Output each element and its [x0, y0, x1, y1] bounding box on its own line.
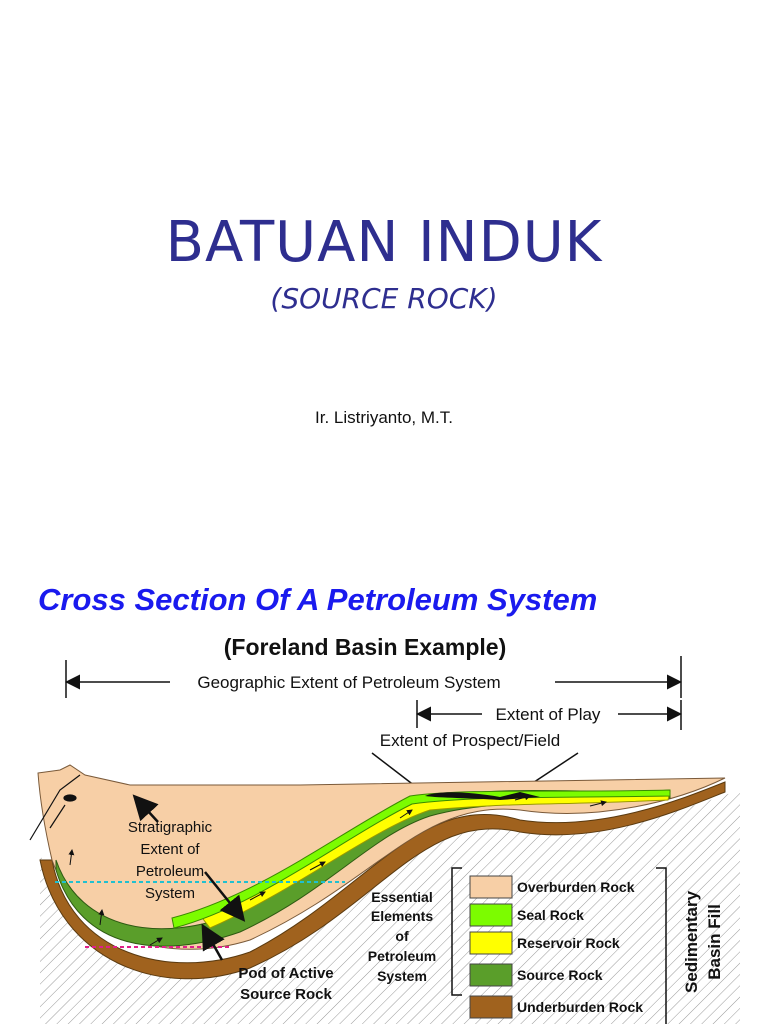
underburden-layer — [39, 781, 726, 980]
extent-petroleum-system-arrow: Geographic Extent of Petroleum System — [65, 656, 682, 698]
svg-text:Stratigraphic: Stratigraphic — [128, 819, 213, 836]
extent-prospect-label: Extent of Prospect/Field — [380, 731, 560, 750]
essential-elements-label: Essential Elements of Petroleum System — [368, 889, 436, 984]
legend-item: Reservoir Rock — [469, 931, 620, 955]
legend-label: Underburden Rock — [517, 999, 643, 1015]
seal-rock-layer — [171, 789, 671, 929]
legend-item: Seal Rock — [469, 903, 584, 927]
legend-label: Overburden Rock — [517, 879, 635, 895]
cross-section-title: Cross Section Of A Petroleum System — [38, 582, 598, 617]
svg-text:Essential: Essential — [371, 889, 432, 905]
svg-text:Petroleum: Petroleum — [136, 863, 204, 880]
svg-text:System: System — [145, 885, 195, 902]
legend-swatch — [469, 995, 513, 1019]
svg-text:of: of — [395, 928, 409, 944]
extent-play-arrow: Extent of Play — [416, 700, 682, 730]
svg-text:Sedimentary: Sedimentary — [682, 890, 701, 993]
extent-play-label: Extent of Play — [496, 705, 601, 724]
title-slide: BATUAN INDUK (SOURCE ROCK) Ir. Listriyan… — [165, 210, 603, 427]
svg-text:Basin Fill: Basin Fill — [705, 904, 724, 980]
cross-section-subtitle: (Foreland Basin Example) — [223, 634, 507, 660]
legend-swatch — [469, 963, 513, 987]
extent-petroleum-system-label: Geographic Extent of Petroleum System — [197, 673, 500, 692]
legend-swatch — [469, 875, 513, 899]
legend-item: Overburden Rock — [469, 875, 635, 899]
svg-text:Extent of: Extent of — [140, 841, 200, 858]
stratigraphic-extent-label: Stratigraphic Extent of Petroleum System — [128, 819, 213, 902]
trap-accumulation — [425, 792, 540, 800]
elements-bracket — [451, 867, 462, 996]
legend-swatch — [469, 931, 513, 955]
svg-text:Source Rock: Source Rock — [240, 986, 332, 1003]
svg-text:System: System — [377, 968, 427, 984]
svg-text:Petroleum: Petroleum — [368, 948, 436, 964]
legend-item: Source Rock — [469, 963, 603, 987]
author-name: Ir. Listriyanto, M.T. — [315, 408, 453, 427]
stratigraphic-pointer-2 — [204, 871, 246, 922]
legend-item: Underburden Rock — [469, 995, 643, 1019]
legend-label: Source Rock — [517, 967, 603, 983]
pod-label: Pod of Active Source Rock — [238, 965, 333, 1003]
legend-label: Reservoir Rock — [517, 935, 620, 951]
migration-arrows — [68, 794, 607, 946]
cross-section-slide: Cross Section Of A Petroleum System (For… — [0, 560, 768, 1024]
svg-text:Pod of Active: Pod of Active — [238, 965, 333, 982]
basin-fill-bracket — [656, 867, 667, 1024]
pod-pointer — [201, 923, 225, 961]
basement-hatch — [40, 790, 740, 1024]
thrust-fault-sketch — [29, 774, 81, 841]
slide-subtitle: (SOURCE ROCK) — [270, 282, 498, 315]
legend-label: Seal Rock — [517, 907, 584, 923]
slide-title: BATUAN INDUK — [165, 210, 603, 275]
basin-fill-label: Sedimentary Basin Fill — [682, 890, 724, 993]
svg-text:Elements: Elements — [371, 908, 433, 924]
stratigraphic-pointer — [132, 794, 159, 823]
legend-swatch — [469, 903, 513, 927]
cross-section-diagram: Geographic Extent of Petroleum System Ex… — [29, 656, 740, 1024]
